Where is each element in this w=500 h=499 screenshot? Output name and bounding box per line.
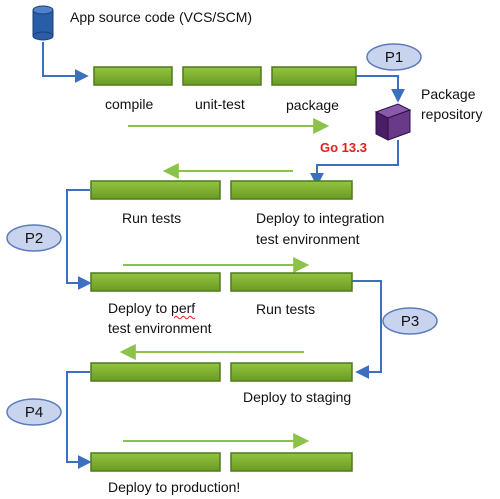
stage-label-deploy-integration-line1: Deploy to integration bbox=[256, 210, 385, 226]
stage-bars bbox=[90, 66, 357, 472]
stage-bar-package bbox=[271, 66, 357, 86]
stage-label-run-tests-1: Run tests bbox=[122, 210, 182, 226]
stage-bar-unit-test bbox=[182, 66, 262, 86]
stage-label-deploy-perf-word: perf bbox=[171, 300, 196, 316]
repository-label-line2: repository bbox=[421, 106, 483, 122]
repository-version: Go 13.3 bbox=[320, 140, 367, 155]
stage-label-deploy-perf-line2: test environment bbox=[108, 320, 212, 336]
stage-label-deploy-production: Deploy to production! bbox=[108, 479, 241, 495]
connectors bbox=[42, 42, 405, 469]
stage-bar-run-tests-1 bbox=[90, 180, 221, 200]
stage-label-deploy-perf-prefix: Deploy to bbox=[108, 300, 172, 316]
package-cube-icon bbox=[374, 103, 412, 141]
connector-repository-to-p2 bbox=[310, 140, 399, 187]
stage-bar-deploy-integration bbox=[230, 180, 353, 200]
stage-label-deploy-perf-line1: Deploy to perf bbox=[108, 300, 195, 317]
stage-bar-deploy-production bbox=[90, 452, 221, 472]
stage-label-package: package bbox=[286, 97, 339, 113]
stage-bar-deploy-perf bbox=[90, 272, 221, 292]
pipeline-label: P4 bbox=[25, 404, 43, 421]
connector-package-to-repository bbox=[356, 75, 405, 103]
stage-label-unit-test: unit-test bbox=[195, 96, 245, 112]
flow-arrows bbox=[119, 118, 330, 449]
source-label: App source code (VCS/SCM) bbox=[70, 9, 253, 25]
pipeline-label: P2 bbox=[25, 230, 43, 247]
stage-label-deploy-integration-line2: test environment bbox=[256, 231, 360, 247]
connector-p2-loop bbox=[66, 189, 92, 290]
pipeline-label: P1 bbox=[385, 49, 403, 66]
stage-label-deploy-staging: Deploy to staging bbox=[243, 389, 352, 405]
pipeline-pill-p2: P2 bbox=[6, 224, 62, 252]
pipeline-pill-p4: P4 bbox=[6, 398, 62, 426]
connector-p3-loop bbox=[352, 280, 382, 379]
database-icon bbox=[32, 5, 54, 41]
stage-bar-p3-first bbox=[90, 362, 221, 382]
pipeline-pill-p1: P1 bbox=[366, 43, 422, 71]
stage-bar-p4-second bbox=[230, 452, 353, 472]
pipeline-label: P3 bbox=[401, 313, 419, 330]
connector-source-to-compile bbox=[42, 42, 89, 83]
stage-label-compile: compile bbox=[105, 96, 154, 112]
connector-p4-loop bbox=[66, 371, 92, 469]
stage-label-run-tests-2: Run tests bbox=[256, 301, 316, 317]
stage-bar-deploy-staging bbox=[230, 362, 353, 382]
stage-bar-compile bbox=[93, 66, 173, 86]
stage-bar-run-tests-2 bbox=[230, 272, 353, 292]
pipeline-pill-p3: P3 bbox=[382, 307, 438, 335]
repository-label-line1: Package bbox=[421, 86, 476, 102]
